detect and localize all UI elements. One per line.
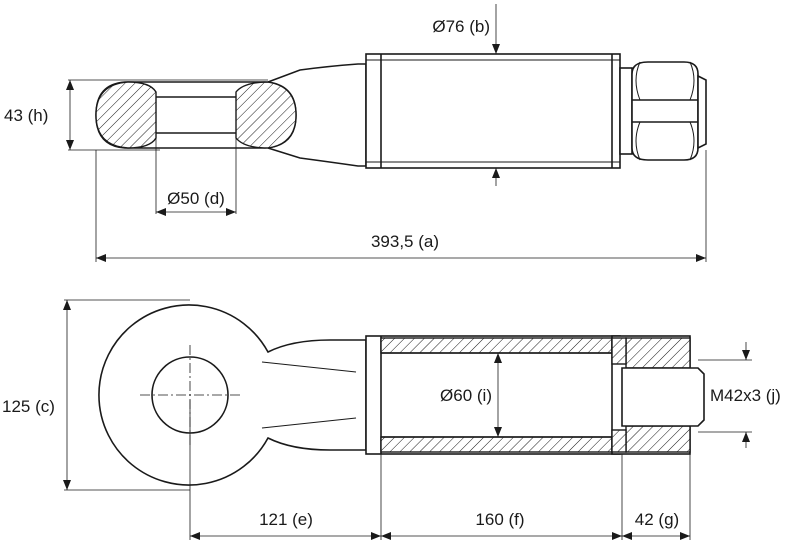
main-body <box>365 53 621 169</box>
step-collar <box>619 67 633 155</box>
body-wall-bottom <box>380 436 613 453</box>
dim-g-label: 42 (g) <box>635 510 679 529</box>
thread-end <box>697 74 707 150</box>
eye-left-section <box>95 81 157 149</box>
front-view: 125 (c) Ø60 (i) M42x3 (j) 121 (e) 160 (f… <box>2 299 781 540</box>
washer-bottom <box>611 429 627 453</box>
dim-d-label: Ø50 (d) <box>167 189 225 208</box>
dim-g-arrow-right <box>680 532 690 540</box>
dim-i-label: Ø60 (i) <box>440 386 492 405</box>
dim-b-arrow-lower <box>492 168 500 178</box>
nut-section-top <box>625 337 691 369</box>
washer-top <box>611 337 627 365</box>
dim-j-label: M42x3 (j) <box>710 386 781 405</box>
neck-flank-top <box>261 361 357 373</box>
dim-c-arrow-bottom <box>63 480 71 490</box>
dim-a-arrow-left <box>96 254 106 262</box>
hex-nut-chamfer-2 <box>635 121 695 161</box>
dim-i-arrow-bottom <box>494 427 502 437</box>
top-view: Ø76 (b) 43 (h) Ø50 (d) 393,5 (a) <box>4 4 707 262</box>
dim-a-label: 393,5 (a) <box>371 232 439 251</box>
dim-e-arrow-left <box>190 532 200 540</box>
hex-nut <box>631 61 699 161</box>
body-wall-top <box>380 337 613 354</box>
dim-j-arrow-top <box>742 350 750 360</box>
hex-nut-chamfer-1 <box>635 61 695 101</box>
nut-section-bottom <box>625 425 691 453</box>
dim-e-arrow-right <box>371 532 381 540</box>
neck-taper <box>267 63 366 167</box>
eye-right-section <box>235 81 297 149</box>
dim-a-arrow-right <box>696 254 706 262</box>
dim-j-arrow-bottom <box>742 432 750 442</box>
dim-h-arrow-bottom <box>66 140 74 150</box>
dim-c-label: 125 (c) <box>2 397 55 416</box>
dim-h-label: 43 (h) <box>4 106 48 125</box>
dim-f-arrow-right <box>612 532 622 540</box>
neck-flank-bottom <box>261 417 357 429</box>
eye-outline <box>98 304 367 486</box>
threaded-stud <box>621 367 705 427</box>
dim-i-arrow-top <box>494 353 502 363</box>
dim-g-arrow-left <box>622 532 632 540</box>
dim-d-arrow-right <box>226 208 236 216</box>
dim-f-label: 160 (f) <box>475 510 524 529</box>
dim-f-arrow-left <box>381 532 391 540</box>
dim-d-arrow-left <box>156 208 166 216</box>
dim-b-label: Ø76 (b) <box>432 17 490 36</box>
dim-h-arrow-top <box>66 80 74 90</box>
dim-b-arrow <box>492 44 500 54</box>
dim-c-arrow-top <box>63 300 71 310</box>
dim-e-label: 121 (e) <box>259 510 313 529</box>
